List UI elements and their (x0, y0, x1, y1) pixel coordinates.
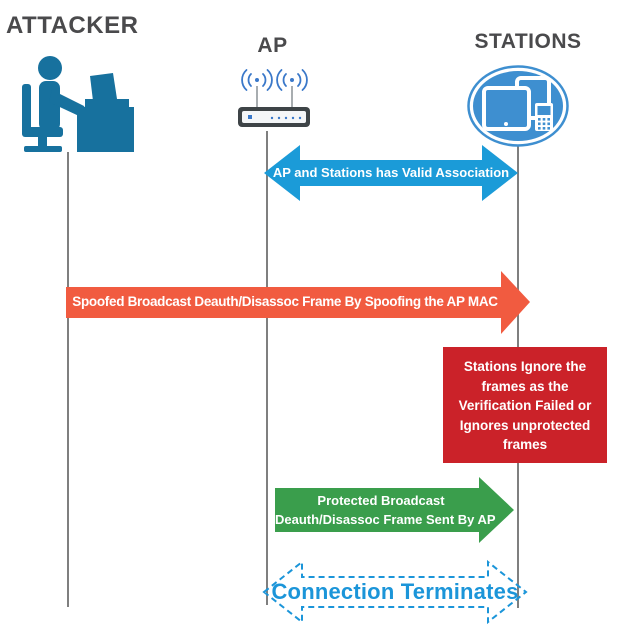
valid-association-text: AP and Stations has Valid Association (272, 165, 510, 180)
ap-label: AP (257, 34, 288, 57)
right-arrow-shape (275, 477, 514, 543)
protected-frame-arrow: Protected Broadcast Deauth/Disassoc Fram… (275, 477, 515, 543)
protected-frame-line1: Protected Broadcast (317, 493, 445, 508)
protected-frame-line2: Deauth/Disassoc Frame Sent By AP (275, 512, 496, 527)
spoofed-frame-text: Spoofed Broadcast Deauth/Disassoc Frame … (72, 294, 498, 309)
dashed-double-arrow-shape (262, 559, 528, 625)
wifi-router-icon (228, 62, 318, 130)
connection-terminates-arrow: Connection Terminates (262, 555, 528, 629)
attacker-label: ATTACKER (6, 12, 139, 39)
connection-terminates-text: Connection Terminates (271, 579, 519, 604)
spoofed-frame-arrow: Spoofed Broadcast Deauth/Disassoc Frame … (66, 270, 531, 335)
stations-ignore-note: Stations Ignore the frames as the Verifi… (443, 347, 607, 463)
attacker-lifeline (67, 152, 69, 607)
protected-frame-text: Protected Broadcast Deauth/Disassoc Fram… (275, 491, 496, 529)
valid-association-arrow: AP and Stations has Valid Association (264, 144, 518, 202)
right-arrow-shape (66, 271, 530, 334)
double-arrow-shape (264, 145, 518, 201)
person-at-desk-icon (16, 56, 136, 152)
ap-lifeline (266, 131, 268, 605)
stations-label: STATIONS (474, 30, 582, 53)
devices-icon (467, 65, 569, 147)
